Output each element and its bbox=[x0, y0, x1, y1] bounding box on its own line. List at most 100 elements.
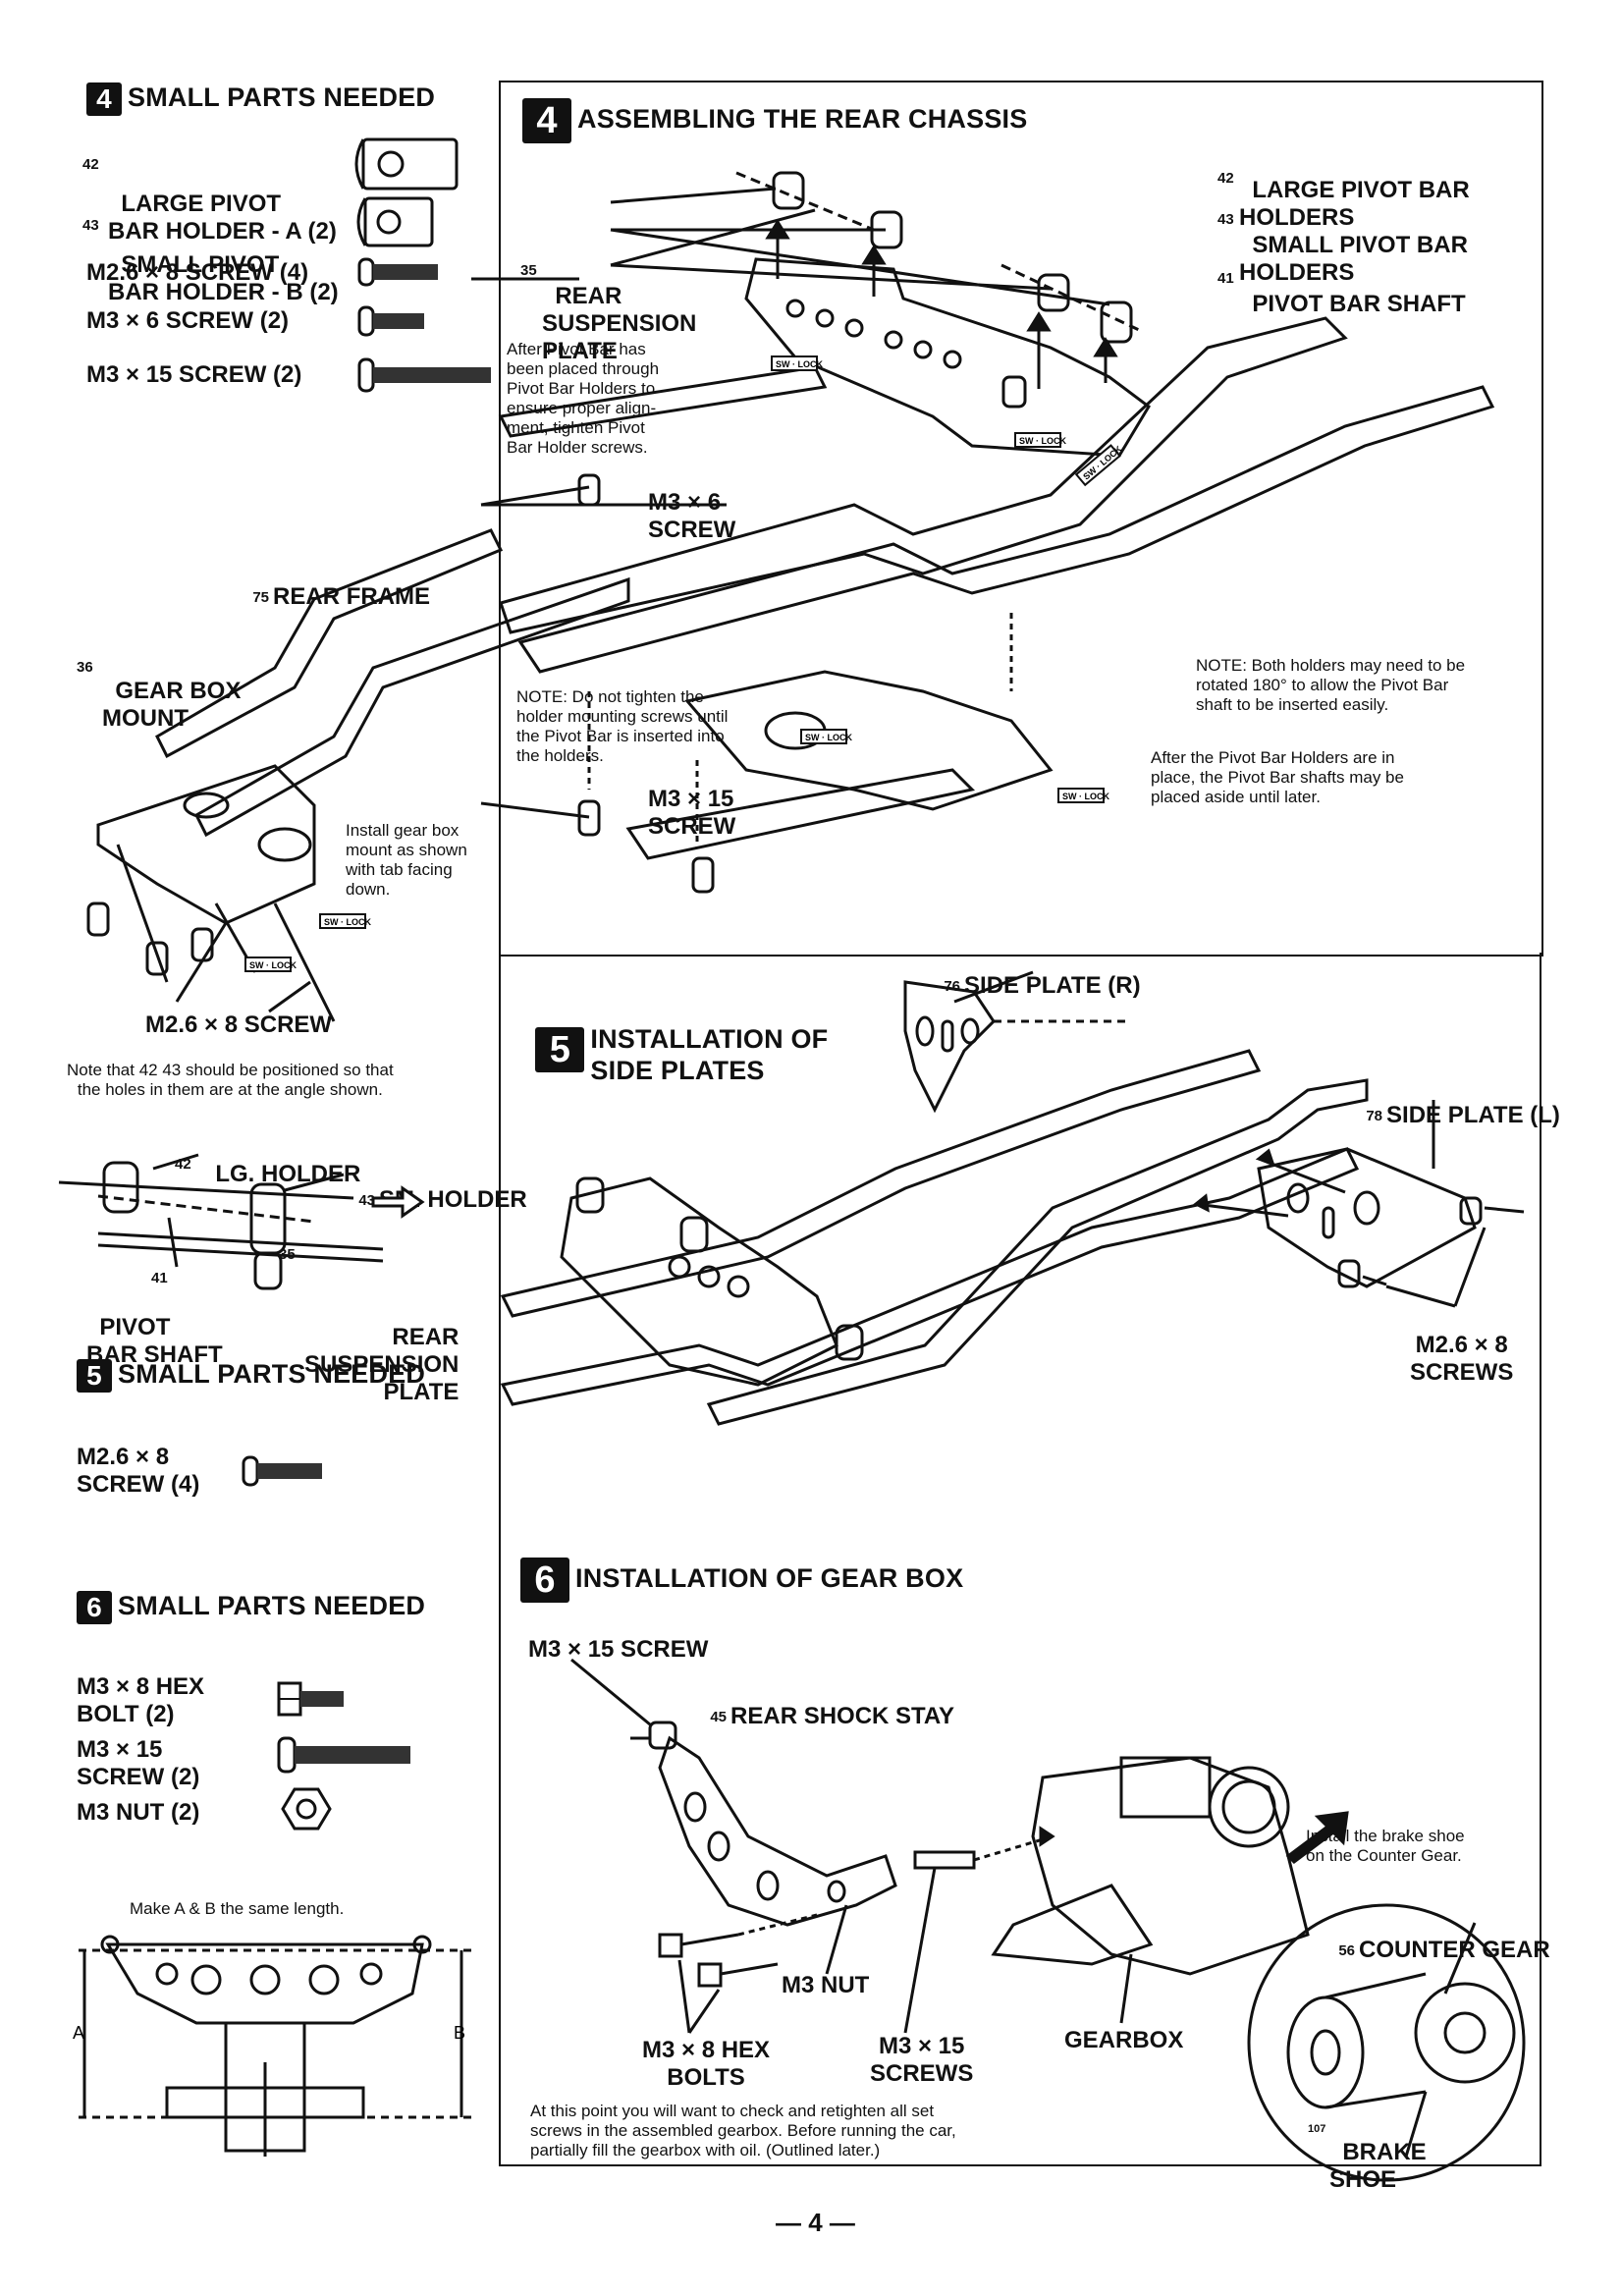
step6-parts-title: SMALL PARTS NEEDED bbox=[118, 1591, 426, 1621]
note-check-gearbox: At this point you will want to check and… bbox=[530, 2102, 956, 2159]
part-number: 35 bbox=[520, 262, 537, 279]
part-m26x8-screw: M2.6 × 8 SCREW (4) bbox=[86, 259, 309, 286]
part-number: 107 bbox=[1308, 2123, 1326, 2135]
part-small-pivot-holder: 43 SMALL PIVOT BAR HOLDER - B (2) bbox=[82, 196, 339, 306]
note-both-holders: NOTE: Both holders may need to be rotate… bbox=[1196, 656, 1466, 714]
m26x8-screw-icon bbox=[357, 257, 438, 287]
step4-parts-icons bbox=[354, 137, 491, 393]
part-label: SMALL PIVOT BAR HOLDER - B (2) bbox=[108, 251, 339, 305]
label-m26x8-screws: M2.6 × 8 SCREWS bbox=[1410, 1332, 1514, 1386]
step4-frame bbox=[499, 81, 1543, 957]
part-number: 43 bbox=[358, 1191, 376, 1209]
svg-text:SW · LOCK: SW · LOCK bbox=[324, 917, 371, 927]
part-large-pivot-holder: 42 LARGE PIVOT BAR HOLDER - A (2) bbox=[82, 136, 337, 246]
part-m3x6-screw: M3 × 6 SCREW (2) bbox=[86, 307, 290, 334]
small-pivot-holder-icon bbox=[356, 196, 434, 247]
step-badge: 4 bbox=[522, 98, 571, 143]
same-length-note: Make A & B the same length. bbox=[130, 1899, 345, 1918]
mark-b: B bbox=[454, 2023, 465, 2043]
gearbox-drawing bbox=[570, 1658, 1526, 2182]
step6-parts-icons bbox=[277, 1681, 410, 1831]
svg-text:SW · LOCK: SW · LOCK bbox=[1062, 792, 1109, 801]
m3x15-screw-icon bbox=[357, 357, 491, 393]
part-number: 43 bbox=[1217, 211, 1234, 228]
part-number: 75 bbox=[252, 588, 270, 606]
rear-frame-drawing bbox=[86, 528, 630, 1022]
shock-stay-diagram: A B bbox=[73, 1935, 471, 2157]
step-badge: 6 bbox=[520, 1558, 569, 1603]
pivot-holder-diagram bbox=[58, 1153, 425, 1290]
label-m3x15-screw-top: M3 × 15 SCREW bbox=[528, 1636, 709, 1663]
step-badge: 6 bbox=[77, 1591, 112, 1624]
label-m3-nut: M3 NUT bbox=[782, 1972, 870, 1998]
part-m26x8-screw-4: M2.6 × 8 SCREW (4) bbox=[77, 1444, 200, 1498]
part-m3x15-screw-2: M3 × 15 SCREW (2) bbox=[77, 1736, 200, 1790]
step-badge: 4 bbox=[86, 82, 122, 116]
pivot-angle-note: Note that 42 43 should be positioned so … bbox=[67, 1061, 394, 1099]
part-m3-nut: M3 NUT (2) bbox=[77, 1799, 200, 1826]
part-number: 41 bbox=[1217, 270, 1234, 287]
part-number: 42 bbox=[82, 156, 99, 173]
label-m3x15-screws: M3 × 15 SCREWS bbox=[870, 2033, 974, 2087]
part-label: LARGE PIVOT BAR HOLDER - A (2) bbox=[108, 191, 337, 245]
right-column-divider bbox=[499, 953, 501, 2166]
note-after-holders: After the Pivot Bar Holders are in place… bbox=[1151, 748, 1404, 806]
svg-text:SW · LOCK: SW · LOCK bbox=[776, 359, 823, 369]
step5-main-title: INSTALLATION OF SIDE PLATES bbox=[590, 1024, 829, 1085]
label-m26x8-screw: M2.6 × 8 SCREW bbox=[145, 1011, 333, 1038]
note-install-gearbox-mount: Install gear box mount as shown with tab… bbox=[346, 821, 467, 899]
svg-text:SW · LOCK: SW · LOCK bbox=[1019, 436, 1066, 446]
label-m3x6-screw: M3 × 6 SCREW bbox=[648, 489, 736, 543]
svg-text:SW · LOCK: SW · LOCK bbox=[1081, 444, 1124, 482]
large-pivot-holder-icon bbox=[354, 137, 459, 191]
nut-icon bbox=[281, 1787, 332, 1831]
step-badge: 5 bbox=[77, 1359, 112, 1393]
svg-text:SW · LOCK: SW · LOCK bbox=[805, 733, 852, 742]
label-gearbox: GEARBOX bbox=[1064, 2027, 1184, 2053]
part-m3x8-hex-bolt: M3 × 8 HEX BOLT (2) bbox=[77, 1673, 205, 1727]
rear-chassis-drawing bbox=[471, 171, 1495, 894]
part-number: 45 bbox=[710, 1708, 728, 1725]
step5-parts-title: SMALL PARTS NEEDED bbox=[118, 1359, 426, 1390]
bottom-rule bbox=[499, 2164, 1541, 2166]
step6-main-title: INSTALLATION OF GEAR BOX bbox=[575, 1563, 964, 1594]
part-m3x15-screw: M3 × 15 SCREW (2) bbox=[86, 361, 302, 388]
part-number: 41 bbox=[151, 1270, 168, 1286]
m3x15-screw-icon bbox=[277, 1736, 410, 1774]
part-number: 36 bbox=[77, 659, 93, 676]
mark-a: A bbox=[73, 2023, 84, 2043]
part-number: 56 bbox=[1338, 1941, 1356, 1959]
m3x6-screw-icon bbox=[357, 305, 424, 337]
part-number: 43 bbox=[82, 217, 99, 234]
m26x8-screw-icon bbox=[242, 1455, 322, 1487]
svg-text:SW · LOCK: SW · LOCK bbox=[249, 960, 297, 970]
note-do-not-tighten: NOTE: Do not tighten the holder mounting… bbox=[516, 687, 729, 765]
hex-bolt-icon bbox=[277, 1681, 344, 1717]
side-plates-drawing bbox=[500, 970, 1525, 1426]
step4-parts-title: SMALL PARTS NEEDED bbox=[128, 82, 436, 113]
step-badge: 5 bbox=[535, 1027, 585, 1072]
page-number: — 4 — bbox=[776, 2208, 855, 2237]
part-number: 42 bbox=[1217, 170, 1234, 187]
step4-main-title: ASSEMBLING THE REAR CHASSIS bbox=[577, 104, 1028, 135]
right-border bbox=[1540, 953, 1541, 2166]
part-number: 78 bbox=[1366, 1107, 1383, 1124]
label-hex-bolts: M3 × 8 HEX BOLTS bbox=[642, 2037, 771, 2091]
